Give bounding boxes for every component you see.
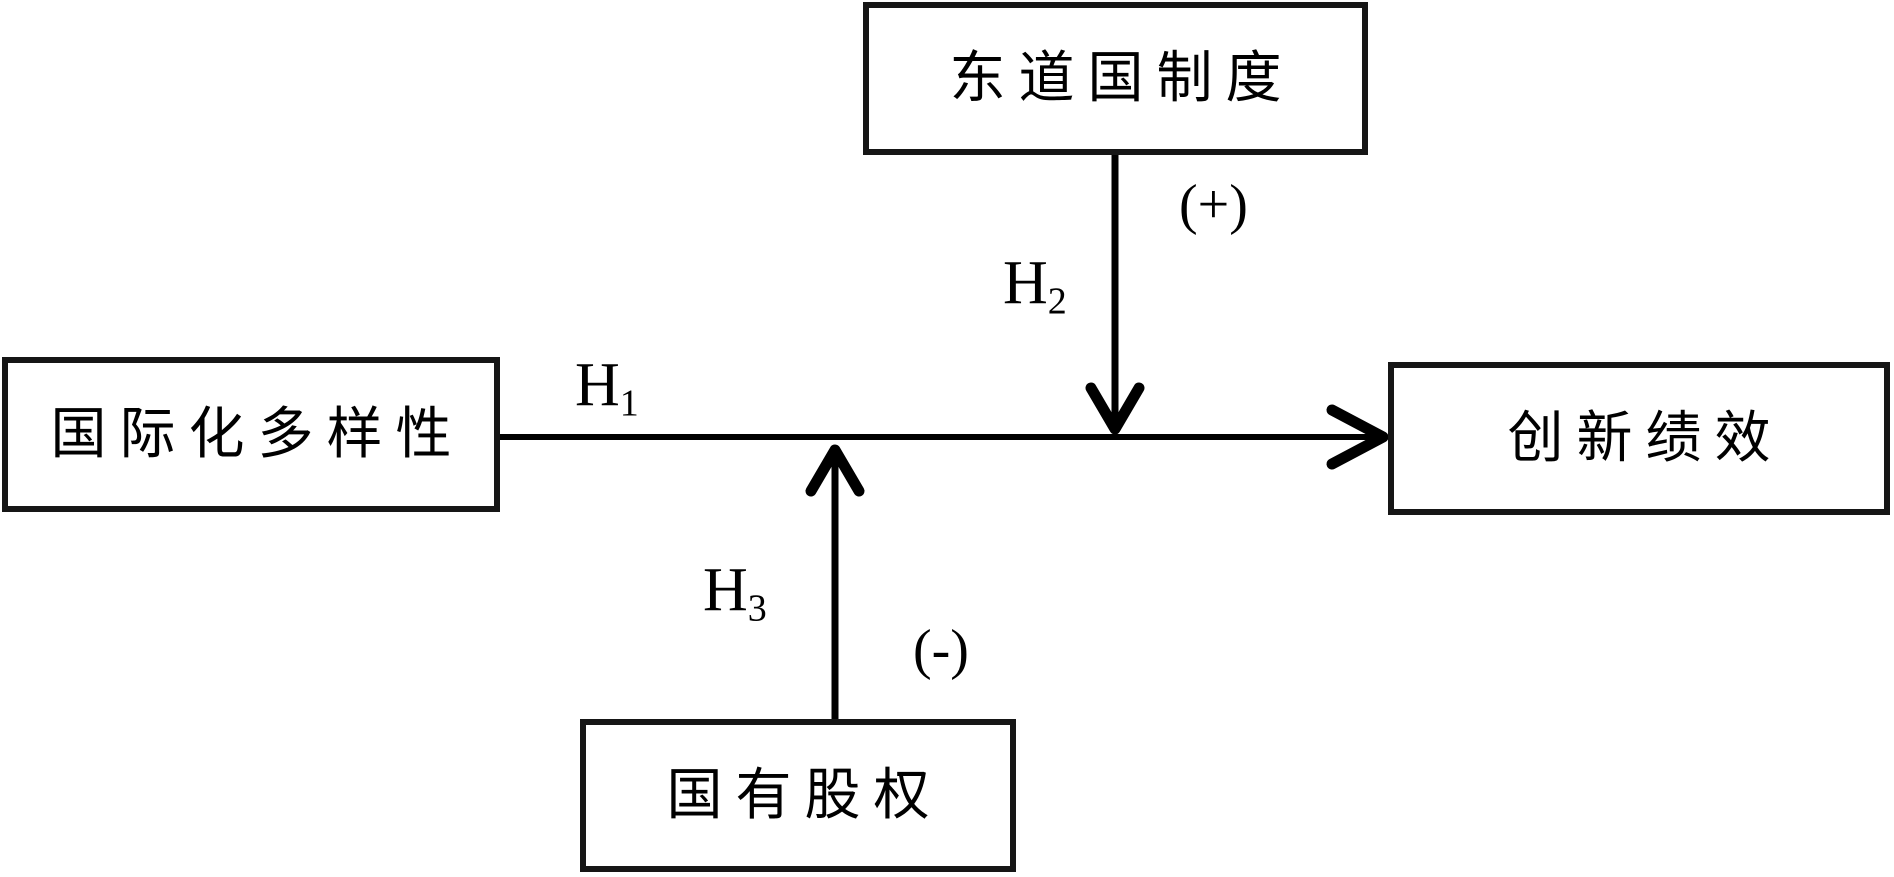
node-internationalization-diversity: 国际化多样性 bbox=[2, 357, 500, 512]
h2-hypothesis-subscript: 2 bbox=[1047, 280, 1067, 323]
node-host-institution: 东道国制度 bbox=[863, 2, 1368, 155]
h2-arrowhead-icon bbox=[1085, 382, 1145, 435]
node-state-ownership: 国有股权 bbox=[580, 719, 1016, 872]
h2-hypothesis-base: H bbox=[1003, 249, 1048, 317]
h3-sign-label: (-) bbox=[913, 619, 969, 681]
h2-sign-label: (+) bbox=[1179, 174, 1248, 236]
node-internationalization-diversity-label: 国际化多样性 bbox=[50, 403, 465, 466]
h1-arrowhead-icon bbox=[1326, 404, 1389, 470]
h3-arrowhead-icon bbox=[805, 444, 865, 497]
h1-hypothesis-base: H bbox=[575, 351, 620, 419]
h2-hypothesis-label: H2 bbox=[1003, 249, 1067, 321]
node-innovation-performance-label: 创新绩效 bbox=[1507, 407, 1784, 470]
h1-hypothesis-subscript: 1 bbox=[619, 382, 639, 425]
node-innovation-performance: 创新绩效 bbox=[1388, 362, 1890, 515]
h1-hypothesis-label: H1 bbox=[575, 351, 639, 423]
h3-hypothesis-base: H bbox=[703, 556, 748, 624]
h3-hypothesis-label: H3 bbox=[703, 556, 767, 628]
node-state-ownership-label: 国有股权 bbox=[666, 764, 943, 827]
node-host-institution-label: 东道国制度 bbox=[949, 47, 1295, 110]
h3-hypothesis-subscript: 3 bbox=[747, 587, 767, 630]
